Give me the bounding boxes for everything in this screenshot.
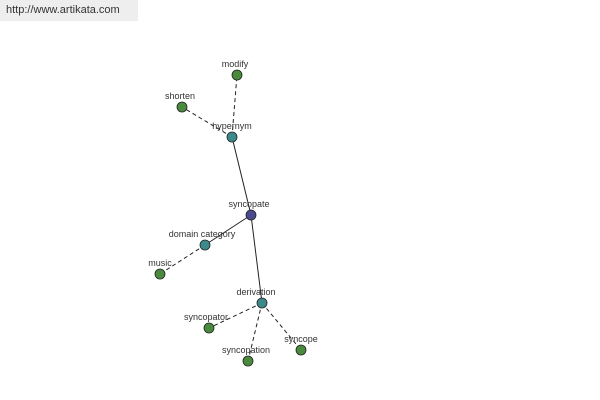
edge-domain-category-to-music (159, 244, 206, 275)
node-label-domain-category[interactable]: domain category (169, 229, 236, 239)
node-modify[interactable] (231, 69, 243, 81)
node-shorten[interactable] (176, 101, 188, 113)
node-label-shorten[interactable]: shorten (165, 91, 195, 101)
edges-layer (159, 74, 302, 362)
node-derivation[interactable] (256, 297, 268, 309)
edge-syncopate-to-hypernym (231, 136, 252, 216)
node-label-syncope[interactable]: syncope (284, 334, 318, 344)
node-syncopator[interactable] (203, 322, 215, 334)
edge-derivation-to-syncopation (247, 302, 263, 362)
edge-syncopate-to-derivation (250, 214, 263, 304)
labels-layer: syncopate hypernym domain category derivati… (148, 59, 318, 355)
edge-syncopate-to-domain-category (204, 214, 252, 246)
node-hypernym[interactable] (226, 131, 238, 143)
node-label-syncopation[interactable]: syncopation (222, 345, 270, 355)
node-syncopate[interactable] (245, 209, 257, 221)
node-label-derivation[interactable]: derivation (236, 287, 275, 297)
node-label-hypernym[interactable]: hypernym (212, 121, 252, 131)
nodes-layer (154, 69, 307, 367)
node-domain-category[interactable] (199, 239, 211, 251)
node-label-syncopator[interactable]: syncopator (184, 312, 228, 322)
node-music[interactable] (154, 268, 166, 280)
edge-derivation-to-syncopator (208, 302, 263, 329)
node-label-music[interactable]: music (148, 258, 172, 268)
node-syncopation[interactable] (242, 355, 254, 367)
node-label-syncopate[interactable]: syncopate (228, 199, 269, 209)
edge-derivation-to-syncope (261, 302, 302, 351)
edge-hypernym-to-shorten (181, 106, 233, 138)
site-url[interactable]: http://www.artikata.com (0, 0, 138, 21)
node-syncope[interactable] (295, 344, 307, 356)
node-label-modify[interactable]: modify (222, 59, 249, 69)
edge-hypernym-to-modify (231, 74, 238, 138)
